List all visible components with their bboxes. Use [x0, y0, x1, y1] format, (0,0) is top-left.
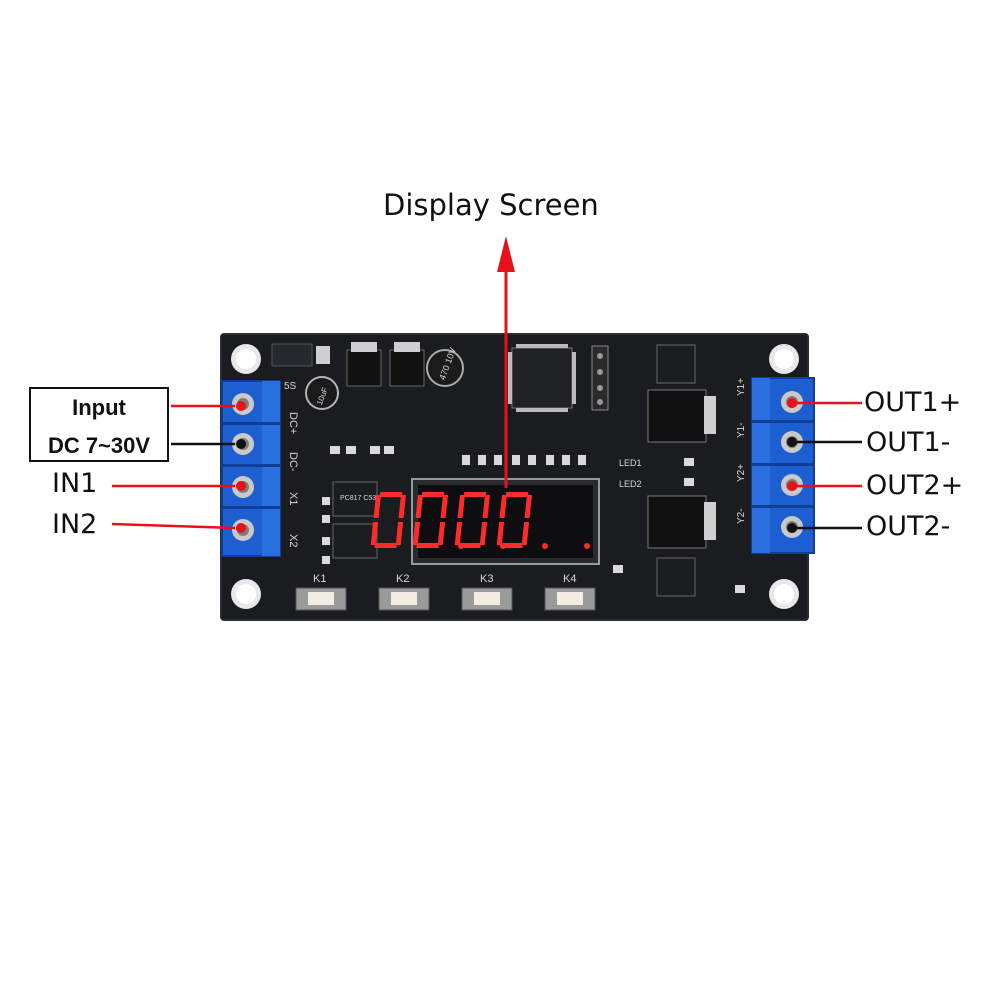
in2-line [111, 522, 236, 530]
display-segment [437, 522, 446, 545]
seven-segment-display [370, 478, 600, 565]
in2-label: IN2 [52, 509, 98, 540]
smd-components [322, 446, 745, 593]
display-segment [395, 522, 404, 545]
display-segment [416, 543, 439, 548]
out2-minus-label: OUT2- [866, 511, 951, 542]
display-arrowhead [497, 236, 515, 272]
silk-k1: K1 [313, 573, 326, 585]
display-segment [370, 522, 379, 545]
display-segment [379, 492, 403, 497]
silk-y1-minus: Y1- [736, 422, 747, 438]
display-segment [482, 495, 490, 518]
out1-minus-label: OUT1- [866, 427, 951, 458]
silk-led2: LED2 [619, 479, 642, 489]
display-decimal-point [542, 543, 548, 549]
silk-dc-minus: DC- [287, 452, 299, 472]
display-segment [499, 495, 507, 518]
input-box: Input DC 7~30V [29, 387, 169, 462]
silk-k2: K2 [396, 573, 409, 585]
display-segment [500, 543, 523, 548]
display-segment [524, 495, 532, 518]
out1-plus-label: OUT1+ [864, 387, 962, 418]
in1-label: IN1 [52, 468, 98, 499]
display-segment [421, 492, 445, 497]
mounting-hole [231, 579, 261, 609]
display-segment [496, 522, 505, 545]
button-k3[interactable]: K3 [461, 573, 513, 611]
display-segment [373, 495, 381, 518]
silk-optocoupler: PC817 C530 [340, 495, 380, 502]
display-segment [412, 522, 421, 545]
microcontroller-chip [508, 344, 576, 412]
display-segment [374, 543, 397, 548]
silk-led1: LED1 [619, 458, 642, 468]
display-segment [454, 522, 463, 545]
out2-plus-label: OUT2+ [866, 470, 964, 501]
mosfet-package [346, 342, 425, 387]
left-optocouplers: PC817 C530 [332, 481, 380, 559]
display-segment [458, 543, 481, 548]
silk-k3: K3 [480, 573, 493, 585]
display-screen-label: Display Screen [383, 188, 599, 222]
button-k4[interactable]: K4 [544, 573, 596, 611]
display-segment [415, 495, 423, 518]
button-k1[interactable]: K1 [295, 573, 347, 611]
display-segment [440, 495, 448, 518]
capacitor-large: 470 10V [426, 346, 464, 387]
optocoupler-chip [647, 344, 716, 597]
mounting-hole [769, 344, 799, 374]
display-digits [370, 492, 590, 549]
silk-x1: X1 [287, 492, 299, 505]
regulator-chip [271, 343, 330, 367]
display-segment [521, 522, 530, 545]
silk-chip-label: 5S [284, 381, 297, 392]
display-segment [479, 522, 488, 545]
silk-x2: X2 [287, 534, 299, 547]
mounting-hole [231, 344, 261, 374]
display-segment [457, 495, 465, 518]
display-segment [505, 492, 529, 497]
input-label: Input [72, 395, 126, 420]
display-segment [463, 492, 487, 497]
silk-y1-plus: Y1+ [736, 378, 747, 396]
silk-k4: K4 [563, 573, 576, 585]
button-k2[interactable]: K2 [378, 573, 430, 611]
display-segment [398, 495, 406, 518]
silk-dc-plus: DC+ [287, 412, 299, 434]
display-decimal-point [584, 543, 590, 549]
mounting-hole [769, 579, 799, 609]
header-pins [591, 345, 609, 411]
silk-y2-plus: Y2+ [736, 464, 747, 482]
silk-y2-minus: Y2- [736, 508, 747, 524]
capacitor-small: 10uF [305, 376, 339, 410]
input-voltage-label: DC 7~30V [47, 433, 151, 458]
